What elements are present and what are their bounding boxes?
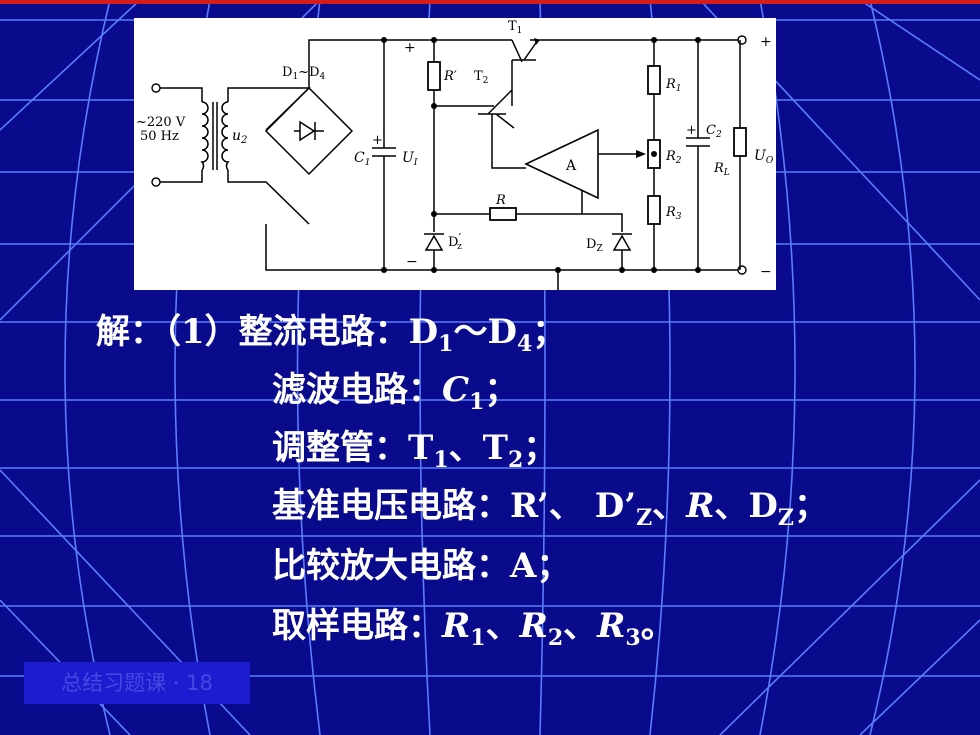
answer-line-6: 取样电路：R1、R2、R3。: [272, 606, 675, 651]
dz-label: DZ: [586, 237, 603, 254]
zener-dz: [612, 234, 632, 251]
answer-line-1: 解：（1）整流电路：D1～D4；: [96, 312, 567, 357]
c2-plus: +: [686, 123, 697, 138]
transistor-t1: [511, 38, 540, 63]
slide-footer: 总结习题课 · 18: [61, 671, 213, 695]
answer-line-5: 比较放大电路：A；: [272, 546, 571, 586]
resistor-rl: [733, 127, 747, 157]
voltage-label: ~220 V: [136, 115, 186, 130]
capacitor-c1: [372, 40, 396, 270]
answer-line-2: 滤波电路：C1；: [272, 370, 519, 415]
rl-label: RL: [713, 161, 730, 178]
resistor-r: [489, 207, 517, 221]
c2-label: C2: [706, 123, 722, 140]
out-minus: −: [760, 264, 772, 280]
t1-label: T1: [508, 19, 522, 36]
c1-plus: +: [372, 133, 383, 148]
in-plus: +: [404, 40, 416, 56]
resistor-r-prime: [427, 61, 441, 91]
c1-label: C1: [354, 150, 370, 168]
d1d4-label: D1~D4: [282, 65, 326, 82]
t2-label: T2: [474, 69, 488, 86]
footer-box: [24, 662, 250, 704]
out-plus: +: [760, 34, 772, 50]
ui-label: UI: [402, 150, 418, 168]
comparator-amplifier: [524, 128, 599, 200]
rp-label: R′: [443, 69, 457, 84]
r3-label: R3: [665, 205, 682, 222]
in-minus: −: [406, 254, 418, 270]
transformer: [151, 83, 311, 225]
r-label: R: [495, 193, 506, 208]
answer-line-4: 基准电压电路：R’、 D’Z、R、DZ；: [272, 486, 828, 531]
junction-dots: [381, 37, 701, 273]
r2-label: R2: [665, 149, 682, 166]
bridge-rectifier: [264, 86, 354, 176]
capacitor-c2: [686, 40, 710, 270]
uo-label: UO: [754, 148, 774, 166]
a-label: A: [565, 158, 577, 174]
transistor-t2: [478, 60, 515, 158]
frequency-label: 50 Hz: [140, 129, 179, 144]
u2-label: u2: [232, 128, 247, 146]
zener-dz-prime: [424, 234, 444, 251]
dzp-label: D′z: [448, 231, 462, 252]
top-accent-bar: [0, 0, 980, 4]
r1-label: R1: [665, 77, 682, 94]
answer-line-3: 调整管：T1、T2；: [272, 428, 558, 473]
circuit-diagram: ~220 V 50 Hz u2 D1~D4 + − + − C1 + UI R′…: [134, 18, 776, 290]
